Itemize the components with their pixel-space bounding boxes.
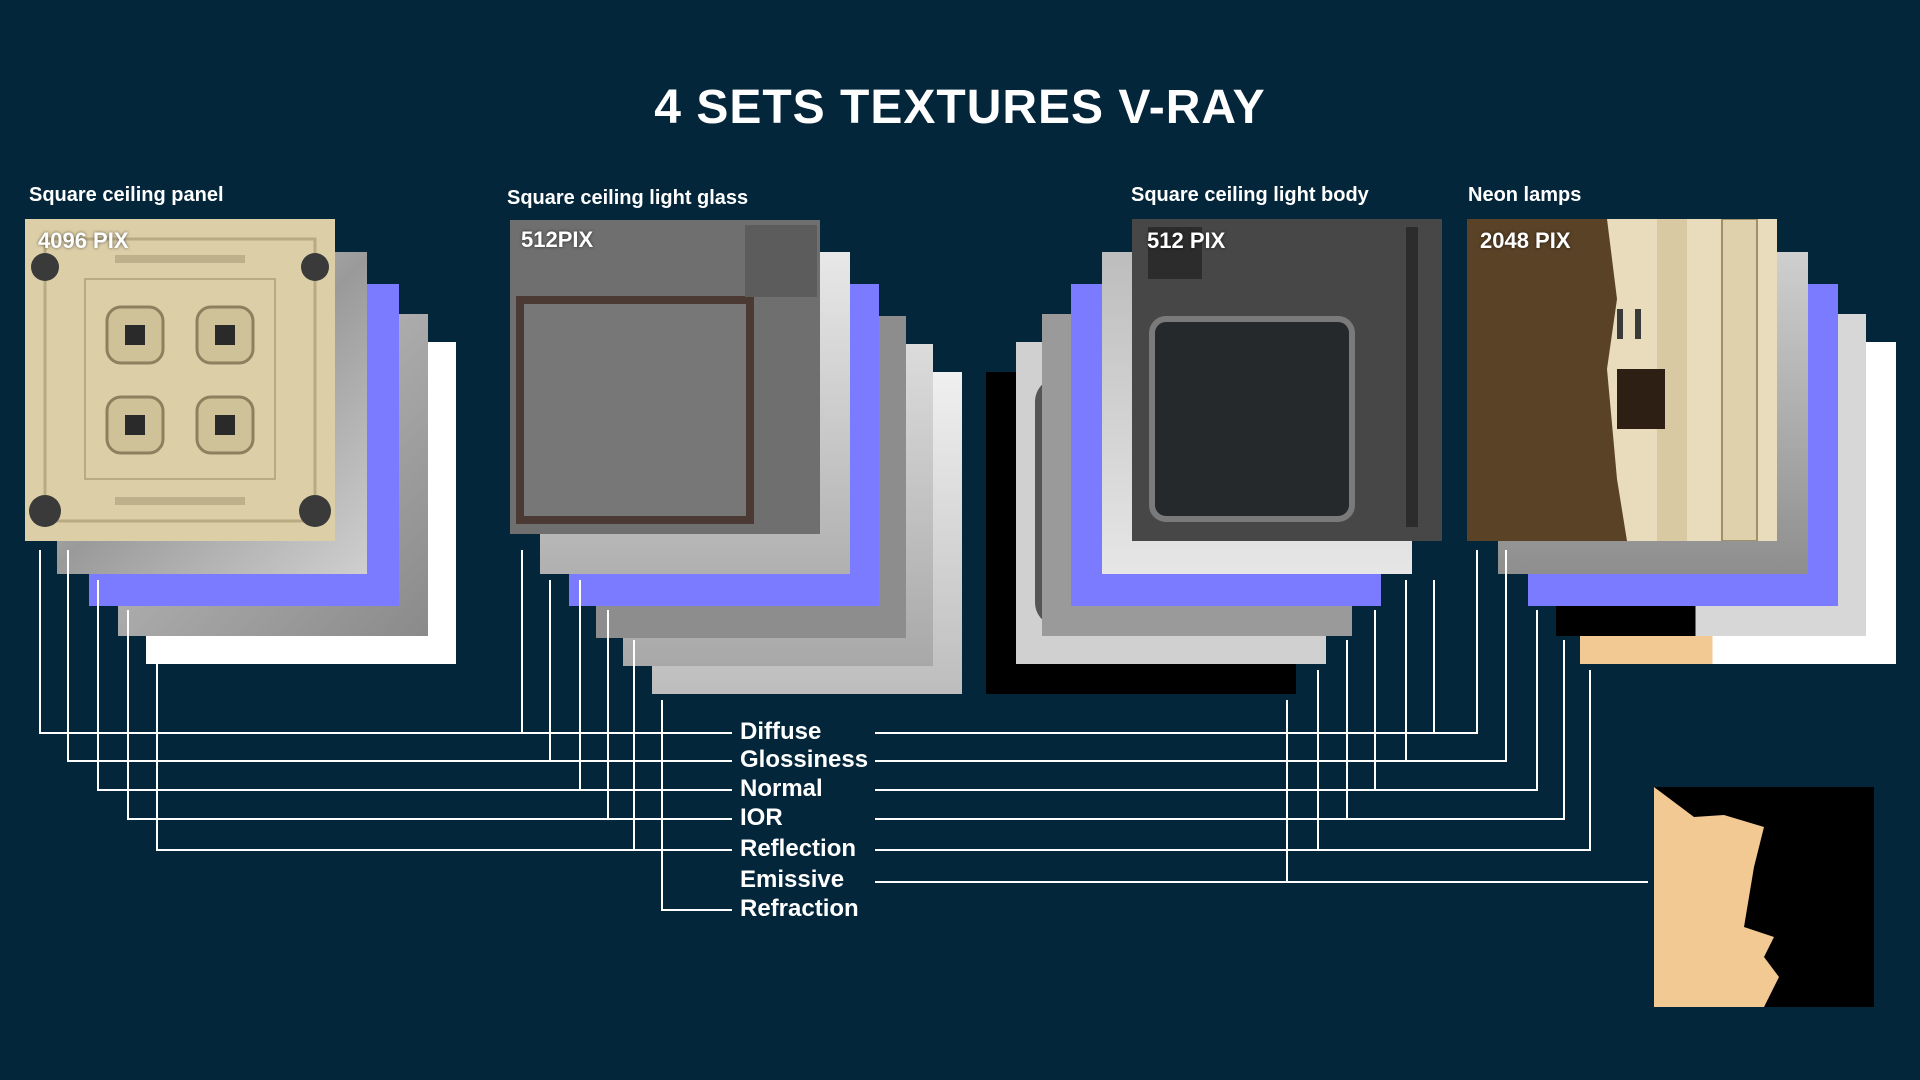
set-label-neon-lamps: Neon lamps [1468, 184, 1582, 206]
texture-diffuse-lamps [1467, 219, 1777, 541]
map-label-glossiness: Glossiness [740, 746, 869, 773]
map-label-diffuse: Diffuse [740, 718, 822, 745]
map-label-ior: IOR [740, 804, 783, 831]
texture-diffuse-panel [25, 219, 335, 541]
map-label-emissive: Emissive [740, 866, 845, 893]
resolution-label-light-body: 512 PIX [1147, 228, 1226, 253]
set-label-ceiling-panel: Square ceiling panel [29, 184, 224, 206]
resolution-label-ceiling-panel: 4096 PIX [38, 228, 129, 253]
resolution-label-light-glass: 512PIX [521, 227, 594, 252]
set-label-light-glass: Square ceiling light glass [507, 187, 749, 209]
texture-diffuse-body [1132, 219, 1442, 541]
glass-pattern-illustration [516, 225, 817, 524]
page-title: 4 SETS TEXTURES V-RAY [654, 81, 1266, 134]
texture-diffuse-glass [510, 220, 820, 534]
lamps-pattern-illustration [1607, 219, 1777, 541]
map-label-normal: Normal [740, 775, 823, 802]
body-pattern-illustration [1148, 227, 1418, 527]
resolution-label-neon-lamps: 2048 PIX [1480, 228, 1571, 253]
set-label-light-body: Square ceiling light body [1131, 184, 1369, 206]
panel-pattern-illustration [29, 237, 331, 527]
map-label-reflection: Reflection [740, 835, 857, 862]
emissive-preview-shape [1654, 787, 1779, 1007]
emissive-map-preview [1654, 787, 1874, 1007]
map-label-refraction: Refraction [740, 895, 859, 922]
